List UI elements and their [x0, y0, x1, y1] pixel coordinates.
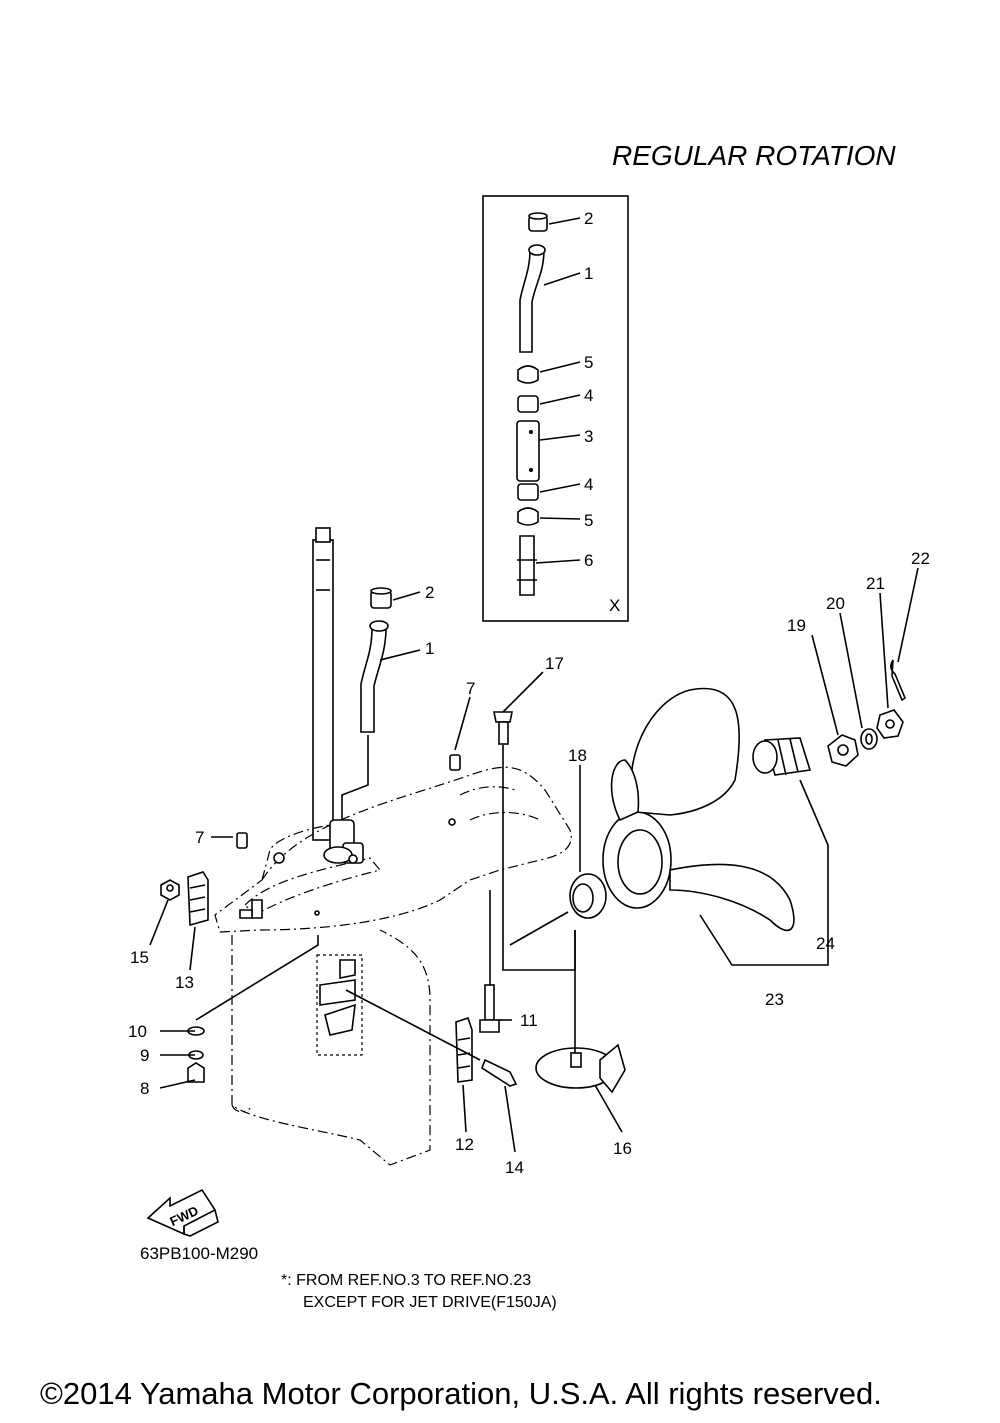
inset-marker-x: X	[609, 596, 620, 615]
callout-17: 17	[545, 654, 564, 673]
callout-16: 16	[613, 1139, 632, 1158]
diagram-code: 63PB100-M290	[140, 1244, 259, 1263]
callout-8: 8	[140, 1079, 149, 1098]
callout-inset-2: 2	[584, 209, 593, 228]
callout-inset-5a: 5	[584, 353, 593, 372]
inset-leaders	[535, 217, 581, 564]
lower-case-outline	[214, 766, 572, 1166]
diagram-title: REGULAR ROTATION	[612, 140, 896, 171]
callout-inset-4b: 4	[584, 475, 593, 494]
footnote-line-1: *: FROM REF.NO.3 TO REF.NO.23	[281, 1272, 532, 1289]
callout-1: 1	[425, 639, 434, 658]
callout-inset-4a: 4	[584, 386, 593, 405]
callout-24: 24	[816, 934, 835, 953]
callout-7-left: 7	[195, 828, 204, 847]
callouts: 2 1 5 4 3 4 5 6 2 1 7 17 18 19 20 21 22 …	[128, 209, 930, 1177]
copyright-notice: ©2014 Yamaha Motor Corporation, U.S.A. A…	[40, 1376, 882, 1411]
callout-7-top: 7	[466, 679, 475, 698]
callout-20: 20	[826, 594, 845, 613]
callout-23: 23	[765, 990, 784, 1009]
callout-2: 2	[425, 583, 434, 602]
leader-lines	[149, 567, 919, 1153]
inset-parts	[516, 212, 548, 596]
callout-21: 21	[866, 574, 885, 593]
callout-inset-6: 6	[584, 551, 593, 570]
main-parts	[160, 587, 906, 1094]
callout-19: 19	[787, 616, 806, 635]
callout-22: 22	[911, 549, 930, 568]
drive-shaft	[312, 527, 334, 841]
callout-15: 15	[130, 948, 149, 967]
callout-10: 10	[128, 1022, 147, 1041]
callout-14: 14	[505, 1158, 524, 1177]
callout-inset-1: 1	[584, 264, 593, 283]
footnote-line-2: EXCEPT FOR JET DRIVE(F150JA)	[303, 1294, 557, 1311]
fwd-arrow-icon: FWD	[146, 1188, 219, 1237]
callout-inset-3: 3	[584, 427, 593, 446]
inset-box	[482, 195, 629, 622]
callout-18: 18	[568, 746, 587, 765]
callout-inset-5b: 5	[584, 511, 593, 530]
callout-11: 11	[520, 1011, 538, 1030]
callout-13: 13	[175, 973, 194, 992]
callout-12: 12	[455, 1135, 474, 1154]
callout-9: 9	[140, 1046, 149, 1065]
